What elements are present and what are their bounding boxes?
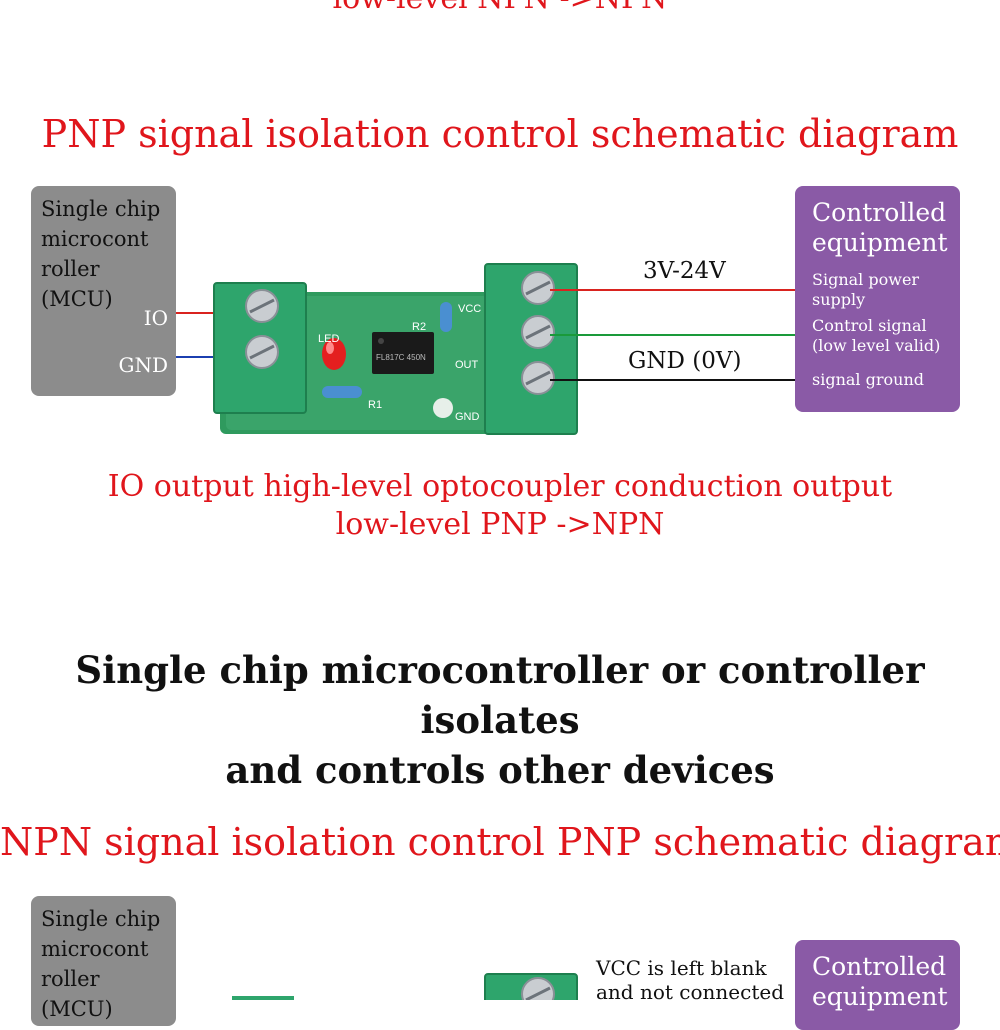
chip-marking: FL817C 450N (376, 353, 426, 362)
section2-board-svg (232, 973, 578, 1000)
section1-title: PNP signal isolation control schematic d… (41, 112, 959, 156)
mcu-pin-gnd: GND (118, 353, 168, 377)
equipment-title-2: Controlled equipment (812, 952, 948, 1011)
equipment-title: Controlled equipment (812, 198, 948, 257)
board-svg: LED R1 R2 VCC OUT GND FL817C 450N (176, 263, 795, 435)
board-label-r2: R2 (412, 321, 426, 333)
mounting-hole (433, 398, 453, 418)
wire-label-ground: GND (0V) (628, 348, 742, 374)
mcu-title: Single chip microcont roller (MCU) (41, 197, 161, 311)
signal-ground-label: signal ground (812, 370, 924, 389)
controlled-equipment-box-2: Controlled equipment (795, 940, 960, 1030)
board-label-r1: R1 (368, 399, 382, 411)
optocoupler-chip (372, 332, 434, 374)
mcu-pin-io: IO (143, 306, 168, 330)
resistor-r1 (322, 386, 362, 398)
wire-label-power: 3V-24V (643, 258, 726, 284)
signal-power-label: Signal power supply (812, 270, 920, 309)
resistor-r2 (440, 302, 452, 332)
control-signal-label: Control signal (low level valid) (812, 316, 941, 355)
section2-title: NPN signal isolation control PNP schemat… (0, 820, 1000, 864)
main-heading: Single chip microcontroller or controlle… (75, 648, 925, 792)
board-label-vcc: VCC (458, 303, 481, 315)
board-label-out: OUT (455, 359, 479, 371)
section1-caption: IO output high-level optocoupler conduct… (107, 469, 893, 542)
top-cut-caption: low-level NPN ->NPN (0, 0, 1000, 18)
left-terminal-block-2 (232, 996, 294, 1000)
section1-diagram: Single chip microcont roller (MCU) IO GN… (0, 180, 1000, 450)
board-label-gnd: GND (455, 411, 480, 423)
board-label-led: LED (318, 333, 339, 345)
mcu-box: Single chip microcont roller (MCU) IO GN… (31, 186, 176, 396)
vcc-note: VCC is left blank and not connected (596, 956, 784, 1004)
right-terminal-block (484, 263, 578, 435)
screw-icon (521, 977, 555, 1000)
controlled-equipment-box: Controlled equipment Signal power supply… (795, 186, 960, 412)
